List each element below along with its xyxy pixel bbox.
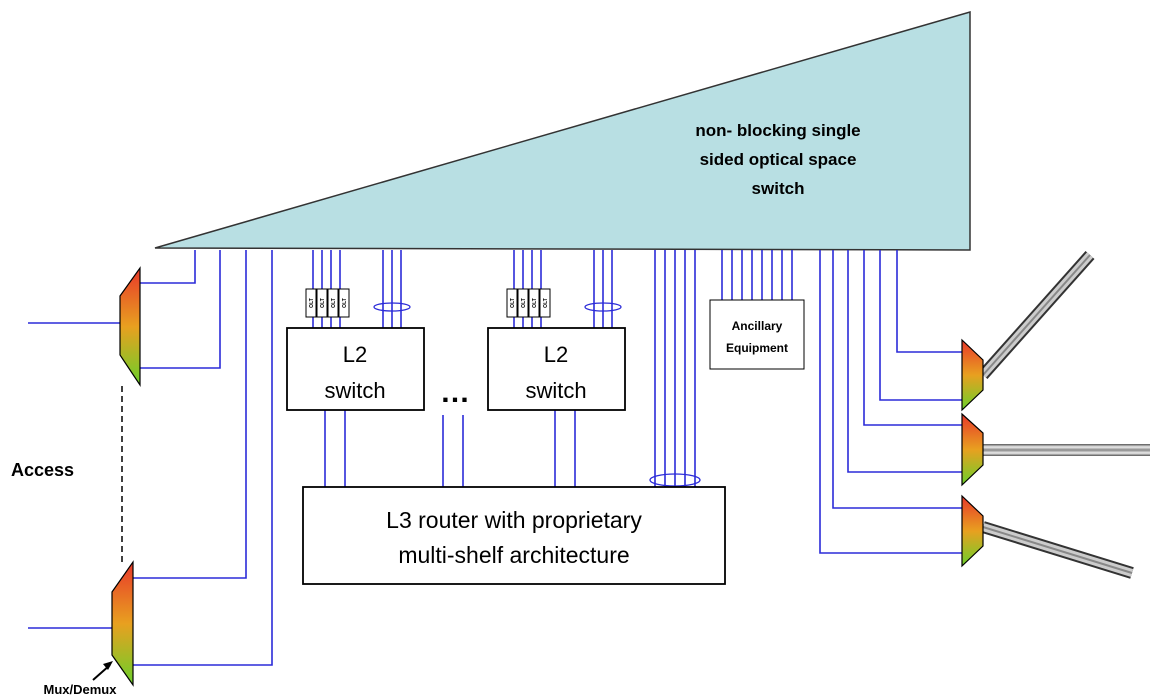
l3-router-line2: multi-shelf architecture [398,542,629,568]
bundle-ellipse-right [584,302,622,312]
metro-mux-1 [961,338,984,412]
optical-space-switch [154,11,971,251]
olt-label: OLT [320,298,326,308]
olt-label: OLT [532,298,538,308]
fiber-cables [978,251,1150,579]
l2-switch-right [487,327,626,411]
bundle-ellipse-left [373,302,411,312]
olt-label: OLT [309,298,315,308]
olt-label: OLT [342,298,348,308]
l2-switch-left [286,327,425,411]
bundle-ellipse-l3 [649,473,701,487]
olt-label: OLT [510,298,516,308]
fiber-connections [28,250,962,666]
ancillary-equipment [709,299,805,370]
olt-label: OLT [331,298,337,308]
metro-mux-2 [961,412,984,487]
switch-label-line2: sided optical space [700,150,857,169]
l2-switch-left-line2: switch [324,378,385,403]
mux-demux-label: Mux/Demux [44,682,118,697]
ellipsis: … [440,376,470,409]
olt-group-left: OLT OLT OLT OLT [305,288,350,318]
l2-switch-right-line2: switch [525,378,586,403]
access-mux-top [119,266,141,387]
access-label: Access [11,460,74,480]
ancillary-line2: Equipment [726,341,788,355]
ancillary-line1: Ancillary [732,319,783,333]
access-mux-bottom [111,560,134,687]
l3-router-line1: L3 router with proprietary [386,507,642,533]
mux-arrow-head [103,661,113,670]
switch-label-line3: switch [752,179,805,198]
switch-label-line1: non- blocking single [695,121,860,140]
olt-group-right: OLT OLT OLT OLT [506,288,551,318]
l3-router [302,486,726,585]
metro-mux-3 [961,494,984,568]
l2-switch-right-line1: L2 [544,342,568,367]
olt-label: OLT [543,298,549,308]
l2-switch-left-line1: L2 [343,342,367,367]
olt-label: OLT [521,298,527,308]
